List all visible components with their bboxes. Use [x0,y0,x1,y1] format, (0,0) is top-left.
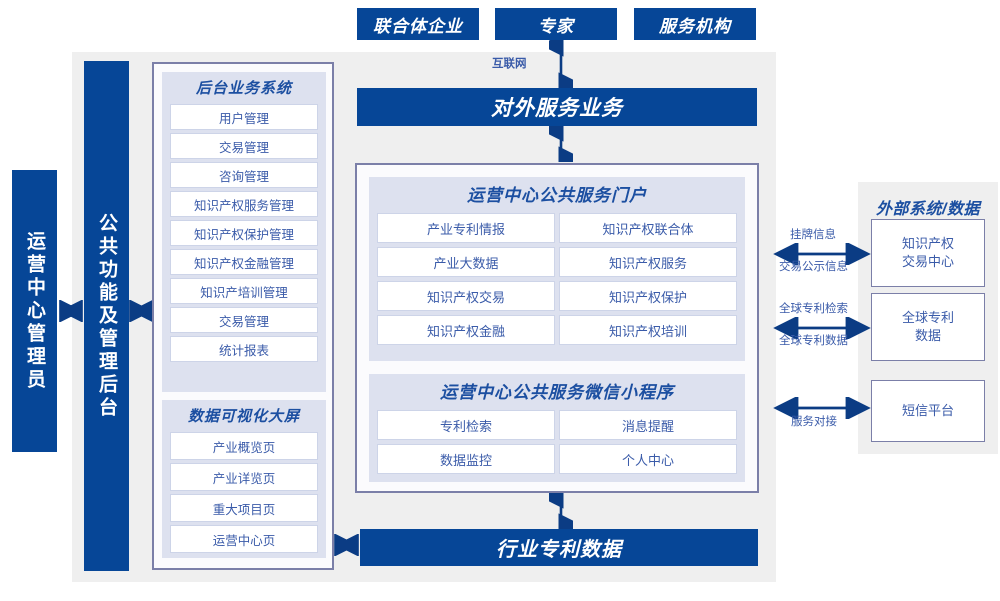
backend-item[interactable]: 知识产权保护管理 [170,220,318,246]
service-to-portal-arrow [549,126,573,162]
listing-info-label: 挂牌信息 [790,229,836,241]
wechat-miniprogram-title: 运营中心公共服务微信小程序 [440,383,674,402]
common-backend-label: 公共功能及管理后台 [96,212,117,420]
internet-connector-arrow [549,40,573,88]
backend-item[interactable]: 交易管理 [170,133,318,159]
top-actor-box-2[interactable]: 专家 [495,8,617,40]
global-patent-data-label: 全球专利数据 [779,335,848,347]
portal-item[interactable]: 知识产权保护 [559,281,737,311]
miniprogram-item[interactable]: 数据监控 [377,444,555,474]
portal-item[interactable]: 知识产权交易 [377,281,555,311]
external-system-box-1[interactable]: 知识产权 交易中心 [871,219,985,287]
external-service-bar[interactable]: 对外服务业务 [357,88,757,126]
external-system-box-3[interactable]: 短信平台 [871,380,985,442]
operations-admin-label: 运营中心管理员 [24,230,45,392]
miniprogram-item[interactable]: 专利检索 [377,410,555,440]
operations-admin-column[interactable]: 运营中心管理员 [12,170,57,452]
public-service-portal-grid: 产业专利情报 知识产权联合体 产业大数据 知识产权服务 知识产权交易 知识产权保… [377,213,737,345]
miniprogram-item[interactable]: 个人中心 [559,444,737,474]
top-actor-label-1: 联合体企业 [373,16,463,36]
portal-to-patentdata-arrow [549,493,573,529]
wechat-miniprogram-group: 运营中心公共服务微信小程序 专利检索 消息提醒 数据监控 个人中心 [369,374,745,482]
external-systems-title: 外部系统/数据 [876,201,980,218]
portal-item[interactable]: 知识产权联合体 [559,213,737,243]
top-actor-box-1[interactable]: 联合体企业 [357,8,479,40]
visualization-screen-title: 数据可视化大屏 [187,408,300,425]
backend-system-list: 用户管理 交易管理 咨询管理 知识产权服务管理 知识产权保护管理 知识产权金融管… [170,104,318,362]
top-actor-label-3: 服务机构 [659,16,731,36]
backend-item[interactable]: 知识产权金融管理 [170,249,318,275]
visualization-screen-group: 数据可视化大屏 产业概览页 产业详览页 重大项目页 运营中心页 [162,400,326,558]
industry-patent-data-bar[interactable]: 行业专利数据 [360,529,758,566]
backend-item[interactable]: 统计报表 [170,336,318,362]
top-actor-label-2: 专家 [538,16,574,36]
backend-system-title: 后台业务系统 [195,80,292,97]
portal-item[interactable]: 知识产权服务 [559,247,737,277]
global-patent-search-label: 全球专利检索 [779,303,848,315]
external-system-label-2a: 全球专利 [901,310,954,325]
global-patent-arrow [773,317,871,339]
public-service-portal-title: 运营中心公共服务门户 [467,186,647,205]
portal-item[interactable]: 知识产权金融 [377,315,555,345]
modules-to-patentdata-arrow [334,534,359,556]
visualization-screen-list: 产业概览页 产业详览页 重大项目页 运营中心页 [170,432,318,553]
listing-info-arrow [773,243,871,265]
backend-item[interactable]: 知识产权服务管理 [170,191,318,217]
visualization-item[interactable]: 产业概览页 [170,432,318,460]
visualization-item[interactable]: 重大项目页 [170,494,318,522]
top-actor-box-3[interactable]: 服务机构 [634,8,756,40]
backend-system-group: 后台业务系统 用户管理 交易管理 咨询管理 知识产权服务管理 知识产权保护管理 … [162,72,326,392]
industry-patent-data-label: 行业专利数据 [496,539,622,561]
miniprogram-item[interactable]: 消息提醒 [559,410,737,440]
public-service-portal-group: 运营中心公共服务门户 产业专利情报 知识产权联合体 产业大数据 知识产权服务 知… [369,177,745,361]
left-modules-panel: 后台业务系统 用户管理 交易管理 咨询管理 知识产权服务管理 知识产权保护管理 … [152,62,334,570]
wechat-miniprogram-grid: 专利检索 消息提醒 数据监控 个人中心 [377,410,737,474]
service-docking-label: 服务对接 [791,416,837,428]
backend-item[interactable]: 交易管理 [170,307,318,333]
external-system-label-1b: 交易中心 [901,254,954,269]
service-docking-arrow [773,397,871,419]
internet-label: 互联网 [492,58,527,70]
trade-public-info-label: 交易公示信息 [779,261,848,273]
visualization-item[interactable]: 产业详览页 [170,463,318,491]
portal-item[interactable]: 产业大数据 [377,247,555,277]
admin-to-backend-arrow [59,300,83,322]
backend-item[interactable]: 咨询管理 [170,162,318,188]
common-backend-column[interactable]: 公共功能及管理后台 [84,61,129,571]
backend-item[interactable]: 用户管理 [170,104,318,130]
portal-item[interactable]: 产业专利情报 [377,213,555,243]
portal-item[interactable]: 知识产权培训 [559,315,737,345]
external-service-label: 对外服务业务 [491,97,623,120]
center-services-panel: 运营中心公共服务门户 产业专利情报 知识产权联合体 产业大数据 知识产权服务 知… [355,163,759,493]
external-system-label-2b: 数据 [914,328,941,343]
backend-to-modules-arrow [129,300,154,322]
external-system-label-3a: 短信平台 [901,403,954,418]
external-system-label-1a: 知识产权 [901,236,954,251]
backend-item[interactable]: 知识产培训管理 [170,278,318,304]
external-system-box-2[interactable]: 全球专利 数据 [871,293,985,361]
visualization-item[interactable]: 运营中心页 [170,525,318,553]
